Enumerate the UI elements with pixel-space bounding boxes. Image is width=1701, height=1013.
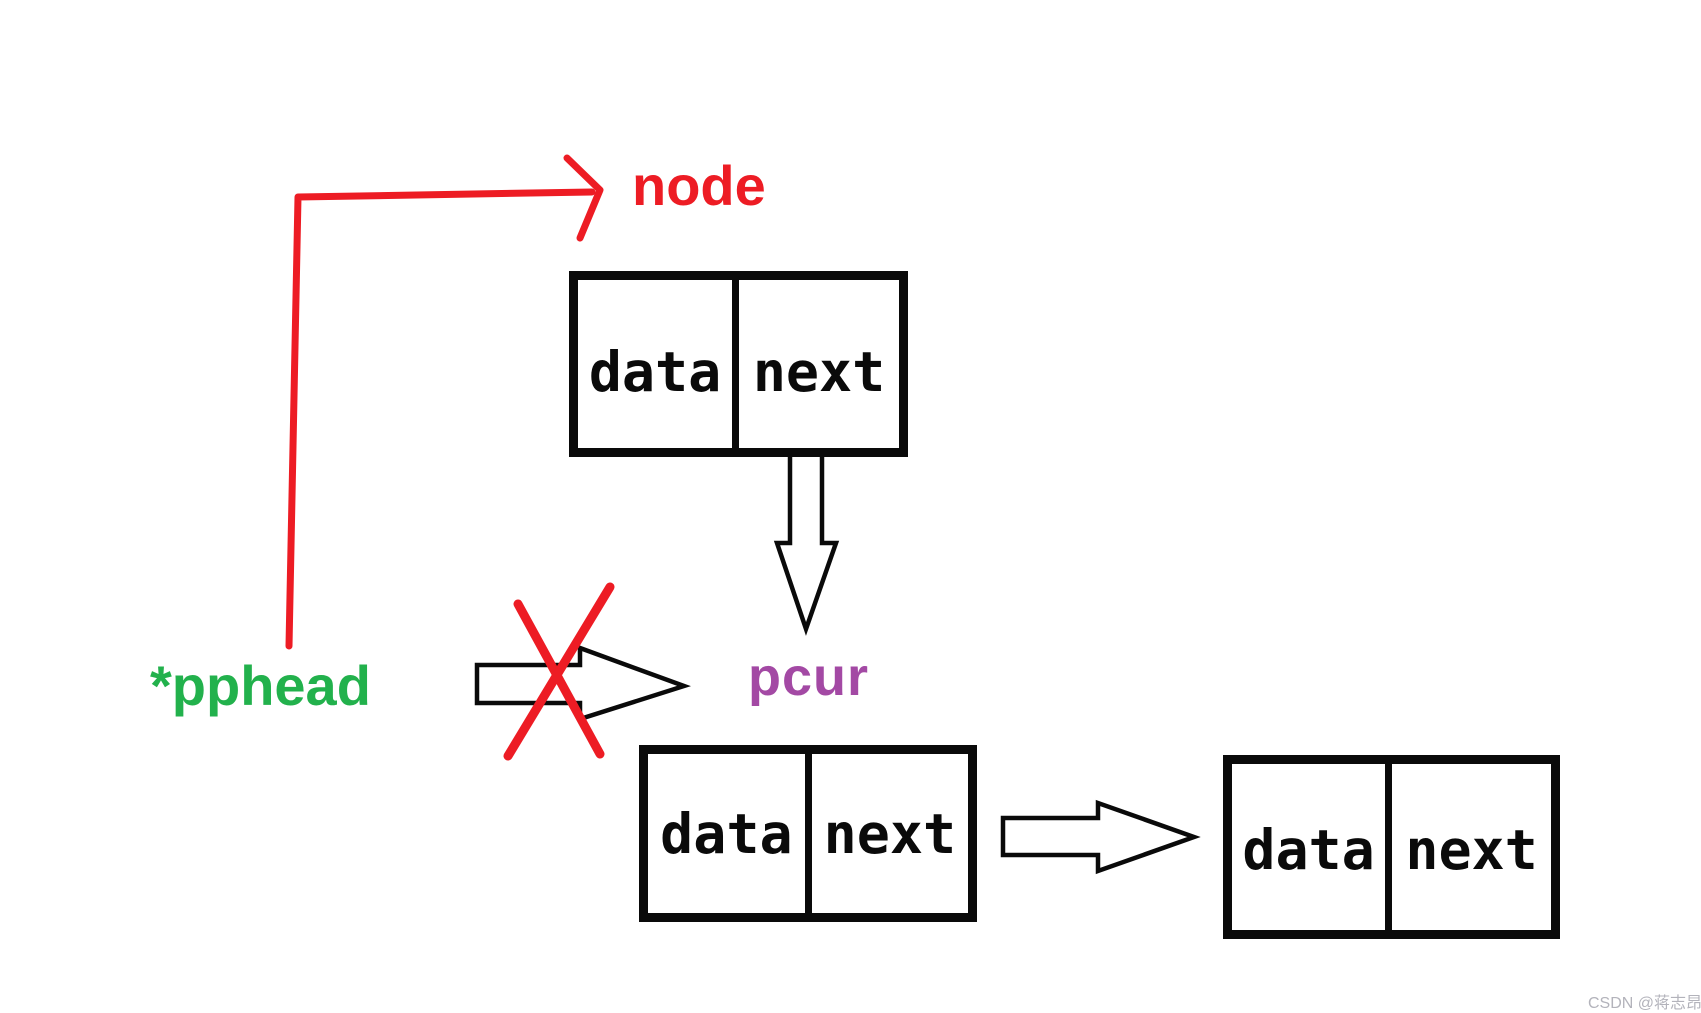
red-x-mark-icon <box>503 582 615 761</box>
node-label: node <box>632 154 766 217</box>
crossed-block-arrow-icon <box>474 644 691 723</box>
cell-divider <box>732 280 740 448</box>
cell-divider <box>1385 764 1393 930</box>
next-block-arrow-icon <box>1000 799 1201 875</box>
pphead-to-node-pointer-arrow <box>285 154 604 650</box>
data-cell: data <box>1242 818 1375 882</box>
node-box-top: data next <box>569 271 908 457</box>
node-box-right: data next <box>1223 755 1560 939</box>
data-cell: data <box>660 801 793 866</box>
cell-divider <box>804 754 812 913</box>
pphead-label: *pphead <box>150 654 371 717</box>
down-block-arrow-icon <box>773 447 840 636</box>
next-cell: next <box>823 801 957 866</box>
pcur-label: pcur <box>748 647 870 707</box>
node-box-middle: data next <box>639 745 977 922</box>
csdn-watermark: CSDN @蒋志昂 <box>1588 995 1701 1012</box>
next-cell: next <box>752 340 886 404</box>
next-cell: next <box>1405 818 1538 882</box>
data-cell: data <box>588 340 722 404</box>
